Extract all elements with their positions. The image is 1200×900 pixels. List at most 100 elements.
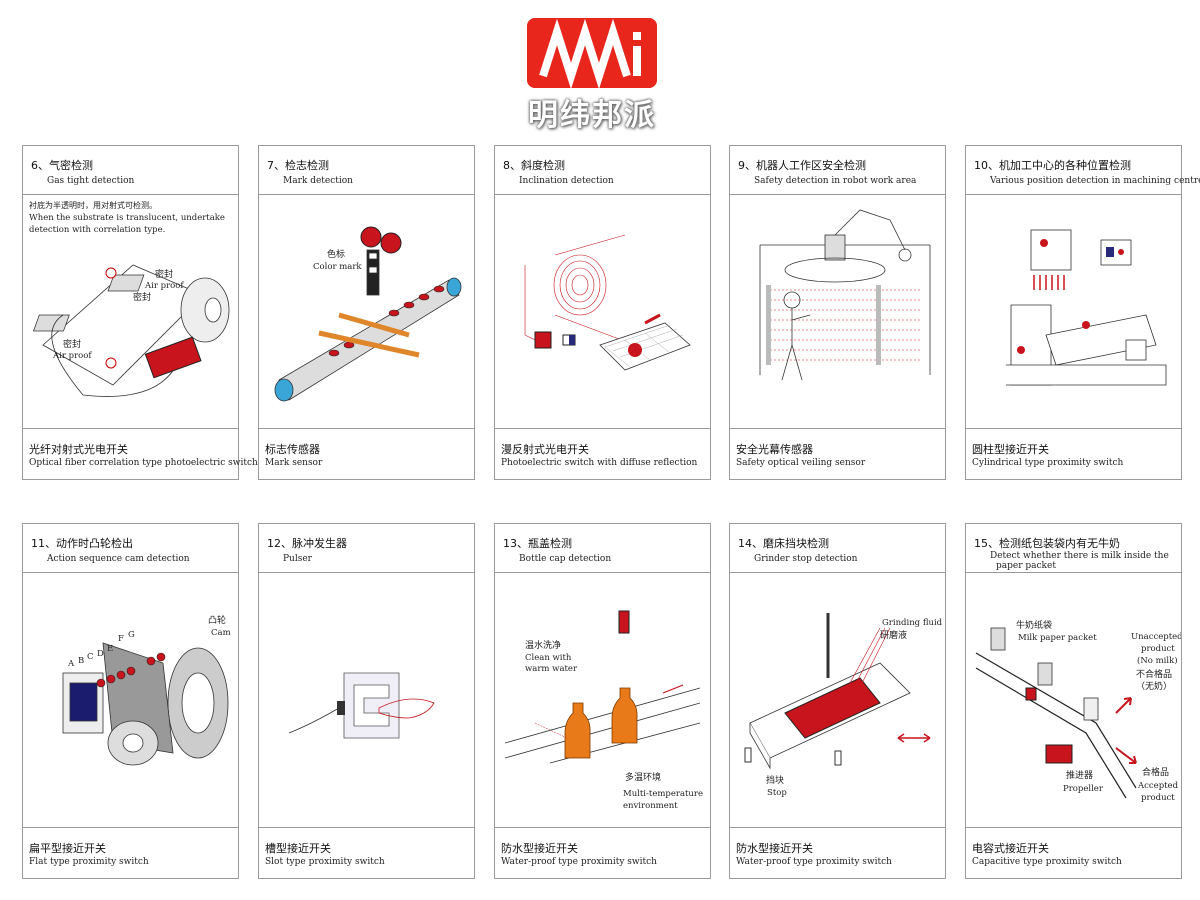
label-color-mark-en: Color mark: [313, 262, 362, 272]
label-a: A: [67, 659, 75, 669]
card-footer: 扁平型接近开关 Flat type proximity switch: [23, 827, 238, 878]
label-e: E: [107, 644, 113, 654]
label-airproof-en-1: Air proof: [144, 281, 184, 291]
card-footer-en: Capacitive type proximity switch: [972, 857, 1122, 867]
label-unaccepted-2: product: [1141, 644, 1175, 654]
card-footer: 光纤对射式光电开关 Optical fiber correlation type…: [23, 428, 258, 479]
label-grinding-fluid-cn: 研磨液: [880, 629, 907, 641]
label-unaccepted-1: Unaccepted: [1131, 632, 1181, 642]
card-footer-cn: 圆柱型接近开关: [972, 443, 1049, 456]
robot-safety-illustration: [759, 209, 931, 381]
label-cam-cn: 凸轮: [208, 614, 226, 626]
note-cn: 衬底为半透明时，用对射式可检测。: [29, 201, 157, 210]
card-title-cn: 10、机加工中心的各种位置检测: [974, 159, 1131, 172]
card-header: 13、瓶盖检测 Bottle cap detection: [495, 524, 710, 573]
label-cam-en: Cam: [211, 628, 231, 638]
card-cam-detection: 11、动作时凸轮检出 Action sequence cam detection…: [22, 523, 239, 879]
card-footer: 安全光幕传感器 Safety optical veiling sensor: [730, 428, 945, 479]
card-header: 12、脉冲发生器 Pulser: [259, 524, 474, 573]
label-unaccepted-cn-2: （无奶）: [1136, 680, 1172, 692]
card-header: 10、机加工中心的各种位置检测 Various position detecti…: [966, 146, 1200, 195]
label-g: G: [128, 630, 135, 640]
grinder-illustration: Grinding fluid 研磨液 挡块 Stop: [744, 613, 943, 798]
bottle-cap-illustration: 温水洗净 Clean with warm water 多温环境 Multi-te…: [504, 610, 703, 811]
card-title-en: Various position detection in machining …: [990, 176, 1200, 186]
label-accepted-en-1: Accepted: [1137, 781, 1179, 791]
mark-detection-illustration: 色标 Color mark: [274, 226, 462, 402]
card-footer-en: Slot type proximity switch: [265, 857, 385, 867]
card-gas-tight-detection: 6、气密检测 Gas tight detection 衬底为半透明时，用对射式可…: [22, 145, 258, 480]
card-bottle-cap-detection: 13、瓶盖检测 Bottle cap detection 温水洗净 Clean …: [494, 523, 711, 879]
card-footer-cn: 安全光幕传感器: [736, 443, 813, 456]
card-title-cn: 9、机器人工作区安全检测: [738, 159, 866, 172]
label-airproof-cn-3: 密封: [63, 338, 81, 350]
label-unaccepted-3: (No milk): [1137, 655, 1178, 666]
pulser-illustration: [288, 672, 435, 739]
card-header: 9、机器人工作区安全检测 Safety detection in robot w…: [730, 146, 945, 195]
card-title-cn: 14、磨床挡块检测: [738, 537, 829, 550]
card-machining-position-detection: 10、机加工中心的各种位置检测 Various position detecti…: [965, 145, 1200, 480]
label-d: D: [97, 649, 104, 659]
label-airproof-en-2: Air proof: [52, 351, 92, 361]
inclination-illustration: [524, 234, 691, 371]
label-airproof-cn-2: 密封: [133, 291, 151, 303]
card-title-en: Gas tight detection: [47, 176, 135, 186]
note-en: When the substrate is translucent, under…: [29, 213, 225, 235]
label-accepted-en-2: product: [1141, 793, 1175, 803]
card-footer-en: Mark sensor: [265, 458, 323, 468]
card-title-en: Action sequence cam detection: [47, 554, 190, 564]
label-grinding-fluid-en: Grinding fluid: [882, 618, 943, 628]
card-header: 15、检测纸包装袋内有无牛奶 Detect whether there is m…: [966, 524, 1181, 573]
card-header: 7、检志检测 Mark detection: [259, 146, 474, 195]
card-title-en: Grinder stop detection: [754, 554, 858, 564]
card-note: 衬底为半透明时，用对射式可检测。 When the substrate is t…: [29, 200, 234, 236]
label-milk-packet-en: Milk paper packet: [1018, 633, 1097, 643]
card-footer-cn: 电容式接近开关: [972, 842, 1049, 855]
card-footer: 圆柱型接近开关 Cylindrical type proximity switc…: [966, 428, 1181, 479]
card-title-cn: 8、斜度检测: [503, 159, 565, 172]
label-airproof-cn-1: 密封: [155, 268, 173, 280]
card-header: 6、气密检测 Gas tight detection: [23, 146, 238, 195]
brand-name: 明纬邦派: [528, 98, 656, 133]
card-header: 14、磨床挡块检测 Grinder stop detection: [730, 524, 945, 573]
card-footer-cn: 防水型接近开关: [736, 842, 813, 855]
label-b: B: [78, 656, 84, 666]
card-footer: 槽型接近开关 Slot type proximity switch: [259, 827, 474, 878]
card-footer: 防水型接近开关 Water-proof type proximity switc…: [495, 827, 710, 878]
card-title-en-2: paper packet: [996, 561, 1056, 571]
label-multi-temp-en-2: environment: [623, 801, 678, 811]
card-footer-cn: 防水型接近开关: [501, 842, 578, 855]
card-title-cn: 7、检志检测: [267, 159, 329, 172]
card-footer: 漫反射式光电开关 Photoelectric switch with diffu…: [495, 428, 710, 479]
card-grinder-stop-detection: 14、磨床挡块检测 Grinder stop detection Grindin…: [729, 523, 946, 879]
card-title-en: Pulser: [283, 554, 312, 564]
machining-centre-illustration: [1006, 229, 1167, 386]
label-multi-temp-cn: 多温环境: [625, 771, 661, 783]
card-footer-en: Water-proof type proximity switch: [736, 857, 892, 867]
label-stop-en: Stop: [767, 788, 787, 798]
label-f: F: [118, 634, 124, 644]
card-header: 8、斜度检测 Inclination detection: [495, 146, 710, 195]
card-footer-cn: 漫反射式光电开关: [501, 443, 589, 456]
card-footer-en: Optical fiber correlation type photoelec…: [29, 458, 258, 468]
card-title-cn: 13、瓶盖检测: [503, 537, 572, 550]
label-unaccepted-cn: 不合格品: [1136, 668, 1172, 680]
card-mark-detection: 7、检志检测 Mark detection 色标 Color mark 标志传感…: [258, 145, 475, 480]
label-clean-en-2: warm water: [525, 664, 578, 674]
card-footer-cn: 槽型接近开关: [265, 842, 331, 855]
card-title-en: Detect whether there is milk inside the: [990, 551, 1169, 561]
card-title-en: Mark detection: [283, 176, 353, 186]
cam-detection-illustration: A B C D E F G 凸轮 Cam: [62, 614, 231, 766]
card-footer-cn: 扁平型接近开关: [29, 842, 106, 855]
milk-packet-illustration: 牛奶纸袋 Milk paper packet Unaccepted produc…: [975, 619, 1181, 803]
label-stop-cn: 挡块: [766, 774, 784, 786]
card-title-cn: 6、气密检测: [31, 159, 93, 172]
card-footer-cn: 光纤对射式光电开关: [29, 443, 128, 456]
card-footer-en: Safety optical veiling sensor: [736, 458, 866, 468]
card-milk-packet-detection: 15、检测纸包装袋内有无牛奶 Detect whether there is m…: [965, 523, 1182, 879]
card-title-cn: 15、检测纸包装袋内有无牛奶: [974, 537, 1120, 550]
label-accepted-cn: 合格品: [1142, 766, 1169, 778]
label-milk-packet-cn: 牛奶纸袋: [1016, 619, 1052, 631]
card-footer-en: Water-proof type proximity switch: [501, 857, 657, 867]
card-footer: 防水型接近开关 Water-proof type proximity switc…: [730, 827, 945, 878]
